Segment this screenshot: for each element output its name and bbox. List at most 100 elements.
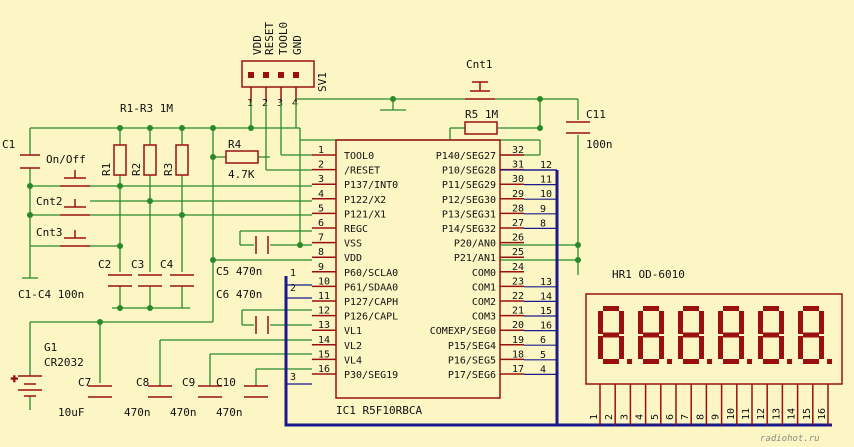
ic-pin-number: 5: [318, 203, 324, 214]
capacitor-c6: [255, 316, 269, 334]
c8-label: C8: [136, 376, 149, 389]
cnt2-label: Cnt2: [36, 195, 63, 208]
bus-label: 9: [540, 204, 546, 215]
bus-label: 2: [290, 283, 296, 294]
ic-pin-number: 21: [512, 306, 524, 317]
ic-pin-number: 24: [512, 262, 524, 273]
ic-pin-name: P137/INT0: [344, 180, 398, 191]
ic-pin-number: 16: [318, 364, 330, 375]
capacitor-c5: [255, 236, 269, 254]
ic-pin-name: COM0: [472, 268, 496, 279]
ic-pin-number: 3: [318, 174, 324, 185]
display-pin-label: 10: [726, 408, 737, 420]
ic-pin-number: 11: [318, 291, 330, 302]
ic-pin-number: 15: [318, 349, 330, 360]
ic-pin-number: 1: [318, 145, 324, 156]
r-group-label: R1-R3 1M: [120, 102, 173, 115]
display-body: [585, 293, 843, 385]
display-digits: [598, 306, 832, 364]
display-pin-label: 14: [787, 408, 798, 420]
connector-sv1: SV1 1 2 3 4 VDD RESET TOOL0 GND: [241, 22, 329, 109]
resistors-r1-r3: [113, 144, 189, 176]
digit: [758, 306, 792, 364]
c6-label: C6 470n: [216, 288, 262, 301]
ic-pin-name: P126/CAPL: [344, 312, 398, 323]
ic-left-pins: 1TOOL02/RESET3P137/INT04P122/X25P121/X16…: [312, 145, 398, 381]
ic-pin-name: P140/SEG27: [436, 151, 496, 162]
svg-text:+: +: [11, 372, 18, 385]
ic-pin-name: VSS: [344, 239, 362, 250]
ic-pin-name: P14/SEG32: [442, 224, 496, 235]
bus-label: 16: [540, 321, 552, 332]
r1-label: R1: [100, 163, 113, 176]
digit: [678, 306, 712, 364]
ic-pin-name: VL2: [344, 341, 362, 352]
header-reset: RESET: [263, 22, 276, 55]
ic-pin-number: 19: [512, 335, 524, 346]
ic-pin-number: 32: [512, 145, 524, 156]
c1-label: C1: [2, 138, 15, 151]
sv1-ref: SV1: [316, 72, 329, 92]
ic-pin-number: 8: [318, 247, 324, 258]
ic-pin-number: 20: [512, 320, 524, 331]
ic-pin-number: 28: [512, 203, 524, 214]
display-pin-label: 9: [711, 414, 722, 420]
ic-pin-number: 12: [318, 306, 330, 317]
g1-label: G1: [44, 341, 57, 354]
ic-pin-name: COM1: [472, 282, 496, 293]
header-vdd: VDD: [251, 35, 264, 55]
ic-pin-number: 27: [512, 218, 524, 229]
ic-pin-name: P20/AN0: [454, 239, 496, 250]
c3-label: C3: [131, 258, 144, 271]
c9-value: 470n: [170, 406, 197, 419]
display-pin-label: 5: [650, 414, 661, 420]
bus-label: 4: [540, 364, 546, 375]
c9-label: C9: [182, 376, 195, 389]
bus-label: 14: [540, 291, 552, 302]
ic-pin-number: 6: [318, 218, 324, 229]
c7-label: C7: [78, 376, 91, 389]
c1-c4-value: C1-C4 100n: [18, 288, 84, 301]
resistor-r5: [464, 121, 498, 135]
cnt3-label: Cnt3: [36, 226, 63, 239]
digit: [598, 306, 632, 364]
ic-pin-name: VL1: [344, 326, 362, 337]
ic-pin-number: 25: [512, 247, 524, 258]
bus-label: 1: [290, 268, 296, 279]
ic-pin-number: 13: [318, 320, 330, 331]
capacitors-c2-c4: [108, 274, 194, 287]
r2-label: R2: [130, 163, 143, 176]
c10-value: 470n: [216, 406, 243, 419]
ic-pin-number: 29: [512, 189, 524, 200]
display-pin-label: 2: [604, 414, 615, 420]
c11-label: C11: [586, 108, 606, 121]
display-pin-label: 15: [802, 408, 813, 420]
switch-label: On/Off: [46, 153, 86, 166]
digit: [798, 306, 832, 364]
sv1-pin-1: 1: [247, 98, 253, 109]
ic-pin-number: 10: [318, 276, 330, 287]
ic-label: IC1 R5F10RBCA: [336, 404, 422, 417]
capacitors-c7-c10: [88, 385, 268, 398]
ic-pin-name: P17/SEG6: [448, 370, 496, 381]
bus-label: 5: [540, 350, 546, 361]
ic-pin-name: COM3: [472, 312, 496, 323]
ic-pin-name: P12/SEG30: [442, 195, 496, 206]
ic-pin-name: P10/SEG28: [442, 166, 496, 177]
ic-r5f10rbca: 1TOOL02/RESET3P137/INT04P122/X25P121/X16…: [312, 139, 524, 399]
ic-pin-name: VL4: [344, 355, 362, 366]
bus-label: 8: [540, 218, 546, 229]
ic-pin-number: 18: [512, 349, 524, 360]
c5-label: C5 470n: [216, 265, 262, 278]
ic-pin-name: P16/SEG5: [448, 355, 496, 366]
display-pin-label: 3: [619, 414, 630, 420]
c4-label: C4: [160, 258, 174, 271]
ic-pin-name: P61/SDAA0: [344, 282, 398, 293]
ic-pin-name: P127/CAPH: [344, 297, 398, 308]
ic-pin-name: P30/SEG19: [344, 370, 398, 381]
ic-pin-name: COM2: [472, 297, 496, 308]
ic-pin-number: 2: [318, 160, 324, 171]
